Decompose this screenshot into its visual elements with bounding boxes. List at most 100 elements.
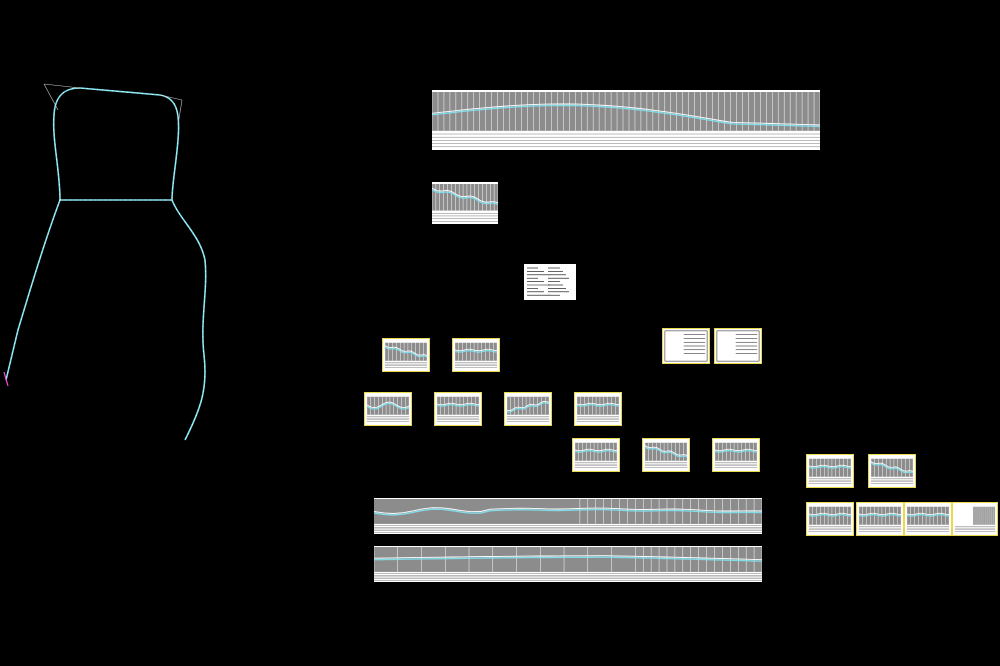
design-grade-line: [436, 404, 480, 407]
profile-sheet-graphic: [714, 442, 758, 468]
profile-sheet-graphic: [644, 442, 688, 468]
profile-data-bands: [374, 573, 762, 581]
profile-sheet[interactable]: [712, 438, 760, 472]
legend-lines: [527, 267, 569, 296]
alignment-station-marks: [5, 87, 207, 441]
design-grade-line: [714, 450, 758, 453]
profile-grid: [366, 396, 410, 415]
design-grade-line: [384, 346, 428, 358]
legend-note-sheet[interactable]: [524, 264, 576, 300]
ground-line: [374, 507, 762, 514]
profile-sheet[interactable]: [806, 454, 854, 488]
profile-sheet[interactable]: [904, 502, 952, 536]
profile-sheet-graphic: [436, 396, 480, 422]
design-grade-line: [454, 350, 498, 353]
design-grade-line: [906, 514, 950, 517]
profile-sheet-graphic: [506, 396, 550, 422]
ground-line: [432, 187, 498, 204]
profile-grid: [972, 506, 996, 525]
profile-data-bands: [714, 462, 758, 468]
profile-sheet[interactable]: [856, 502, 904, 536]
profile-sheet-graphic: [574, 442, 618, 468]
profile-grid: [432, 92, 820, 131]
profile-sheet[interactable]: [434, 392, 482, 426]
ground-line: [574, 448, 618, 452]
profile-sheet-graphic: [858, 506, 902, 532]
profile-sheet[interactable]: [504, 392, 552, 426]
profile-sheet[interactable]: [642, 438, 690, 472]
profile-sheet[interactable]: [432, 182, 498, 224]
title-block: [664, 330, 708, 362]
profile-sheet-graphic: [454, 342, 498, 368]
profile-sheet[interactable]: [714, 328, 762, 364]
profile-data-bands: [374, 525, 762, 533]
profile-sheet[interactable]: [952, 502, 998, 536]
design-grade-line: [374, 508, 762, 516]
profile-sheet[interactable]: [572, 438, 620, 472]
profile-data-bands: [506, 416, 550, 422]
ground-line: [436, 402, 480, 406]
profile-sheet-graphic: [664, 330, 708, 362]
title-block: [716, 330, 760, 362]
design-grade-line: [644, 446, 688, 458]
profile-grid: [714, 442, 758, 461]
ground-line: [366, 401, 410, 409]
ground-line: [808, 464, 852, 468]
profile-sheet-graphic: [432, 92, 820, 147]
profile-sheet[interactable]: [662, 328, 710, 364]
ground-line: [808, 512, 852, 516]
profile-sheet-graphic: [954, 506, 996, 532]
profile-sheet[interactable]: [452, 338, 500, 372]
profile-data-bands: [436, 416, 480, 422]
route-alignment: [5, 87, 207, 441]
profile-data-bands: [644, 462, 688, 468]
profile-data-bands: [576, 416, 620, 422]
profile-sheet[interactable]: [574, 392, 622, 426]
profile-sheet-graphic: [366, 396, 410, 422]
design-grade-line: [366, 402, 410, 410]
design-grade-line: [432, 104, 820, 128]
profile-sheet-graphic: [384, 342, 428, 368]
ground-line: [432, 103, 820, 126]
profile-sheet[interactable]: [382, 338, 430, 372]
design-grade-line: [574, 450, 618, 453]
design-grade-line: [870, 462, 914, 474]
profile-data-bands: [906, 526, 950, 532]
profile-data-bands: [454, 362, 498, 368]
profile-data-bands: [808, 478, 852, 484]
design-grade-line: [808, 514, 852, 517]
design-grade-line: [432, 188, 498, 206]
profile-sheet-graphic: [374, 499, 762, 533]
ground-line: [576, 402, 620, 406]
profile-sheet[interactable]: [432, 90, 820, 150]
profile-grid: [432, 184, 498, 211]
ground-line: [384, 345, 428, 356]
profile-data-bands: [954, 526, 996, 532]
profile-sheet-graphic: [716, 330, 760, 362]
profile-sheet[interactable]: [364, 392, 412, 426]
profile-sheet-graphic: [432, 184, 498, 222]
profile-sheet[interactable]: [806, 502, 854, 536]
profile-sheet-graphic: [906, 506, 950, 532]
profile-sheet-graphic: [808, 506, 852, 532]
ground-line: [644, 445, 688, 456]
profile-sheet-graphic: [870, 458, 914, 484]
ground-line: [374, 555, 762, 561]
design-grade-line: [808, 466, 852, 469]
ground-line: [858, 512, 902, 516]
design-grade-line: [374, 556, 762, 562]
profile-data-bands: [808, 526, 852, 532]
design-grade-line: [576, 404, 620, 407]
profile-data-bands: [858, 526, 902, 532]
profile-data-bands: [870, 478, 914, 484]
profile-sheet[interactable]: [374, 546, 762, 582]
ground-line: [714, 448, 758, 452]
profile-data-bands: [384, 362, 428, 368]
alignment-tangent-lines: [43, 83, 183, 126]
profile-sheet[interactable]: [868, 454, 916, 488]
profile-data-bands: [574, 462, 618, 468]
profile-sheet[interactable]: [374, 498, 762, 534]
profile-data-bands: [366, 416, 410, 422]
